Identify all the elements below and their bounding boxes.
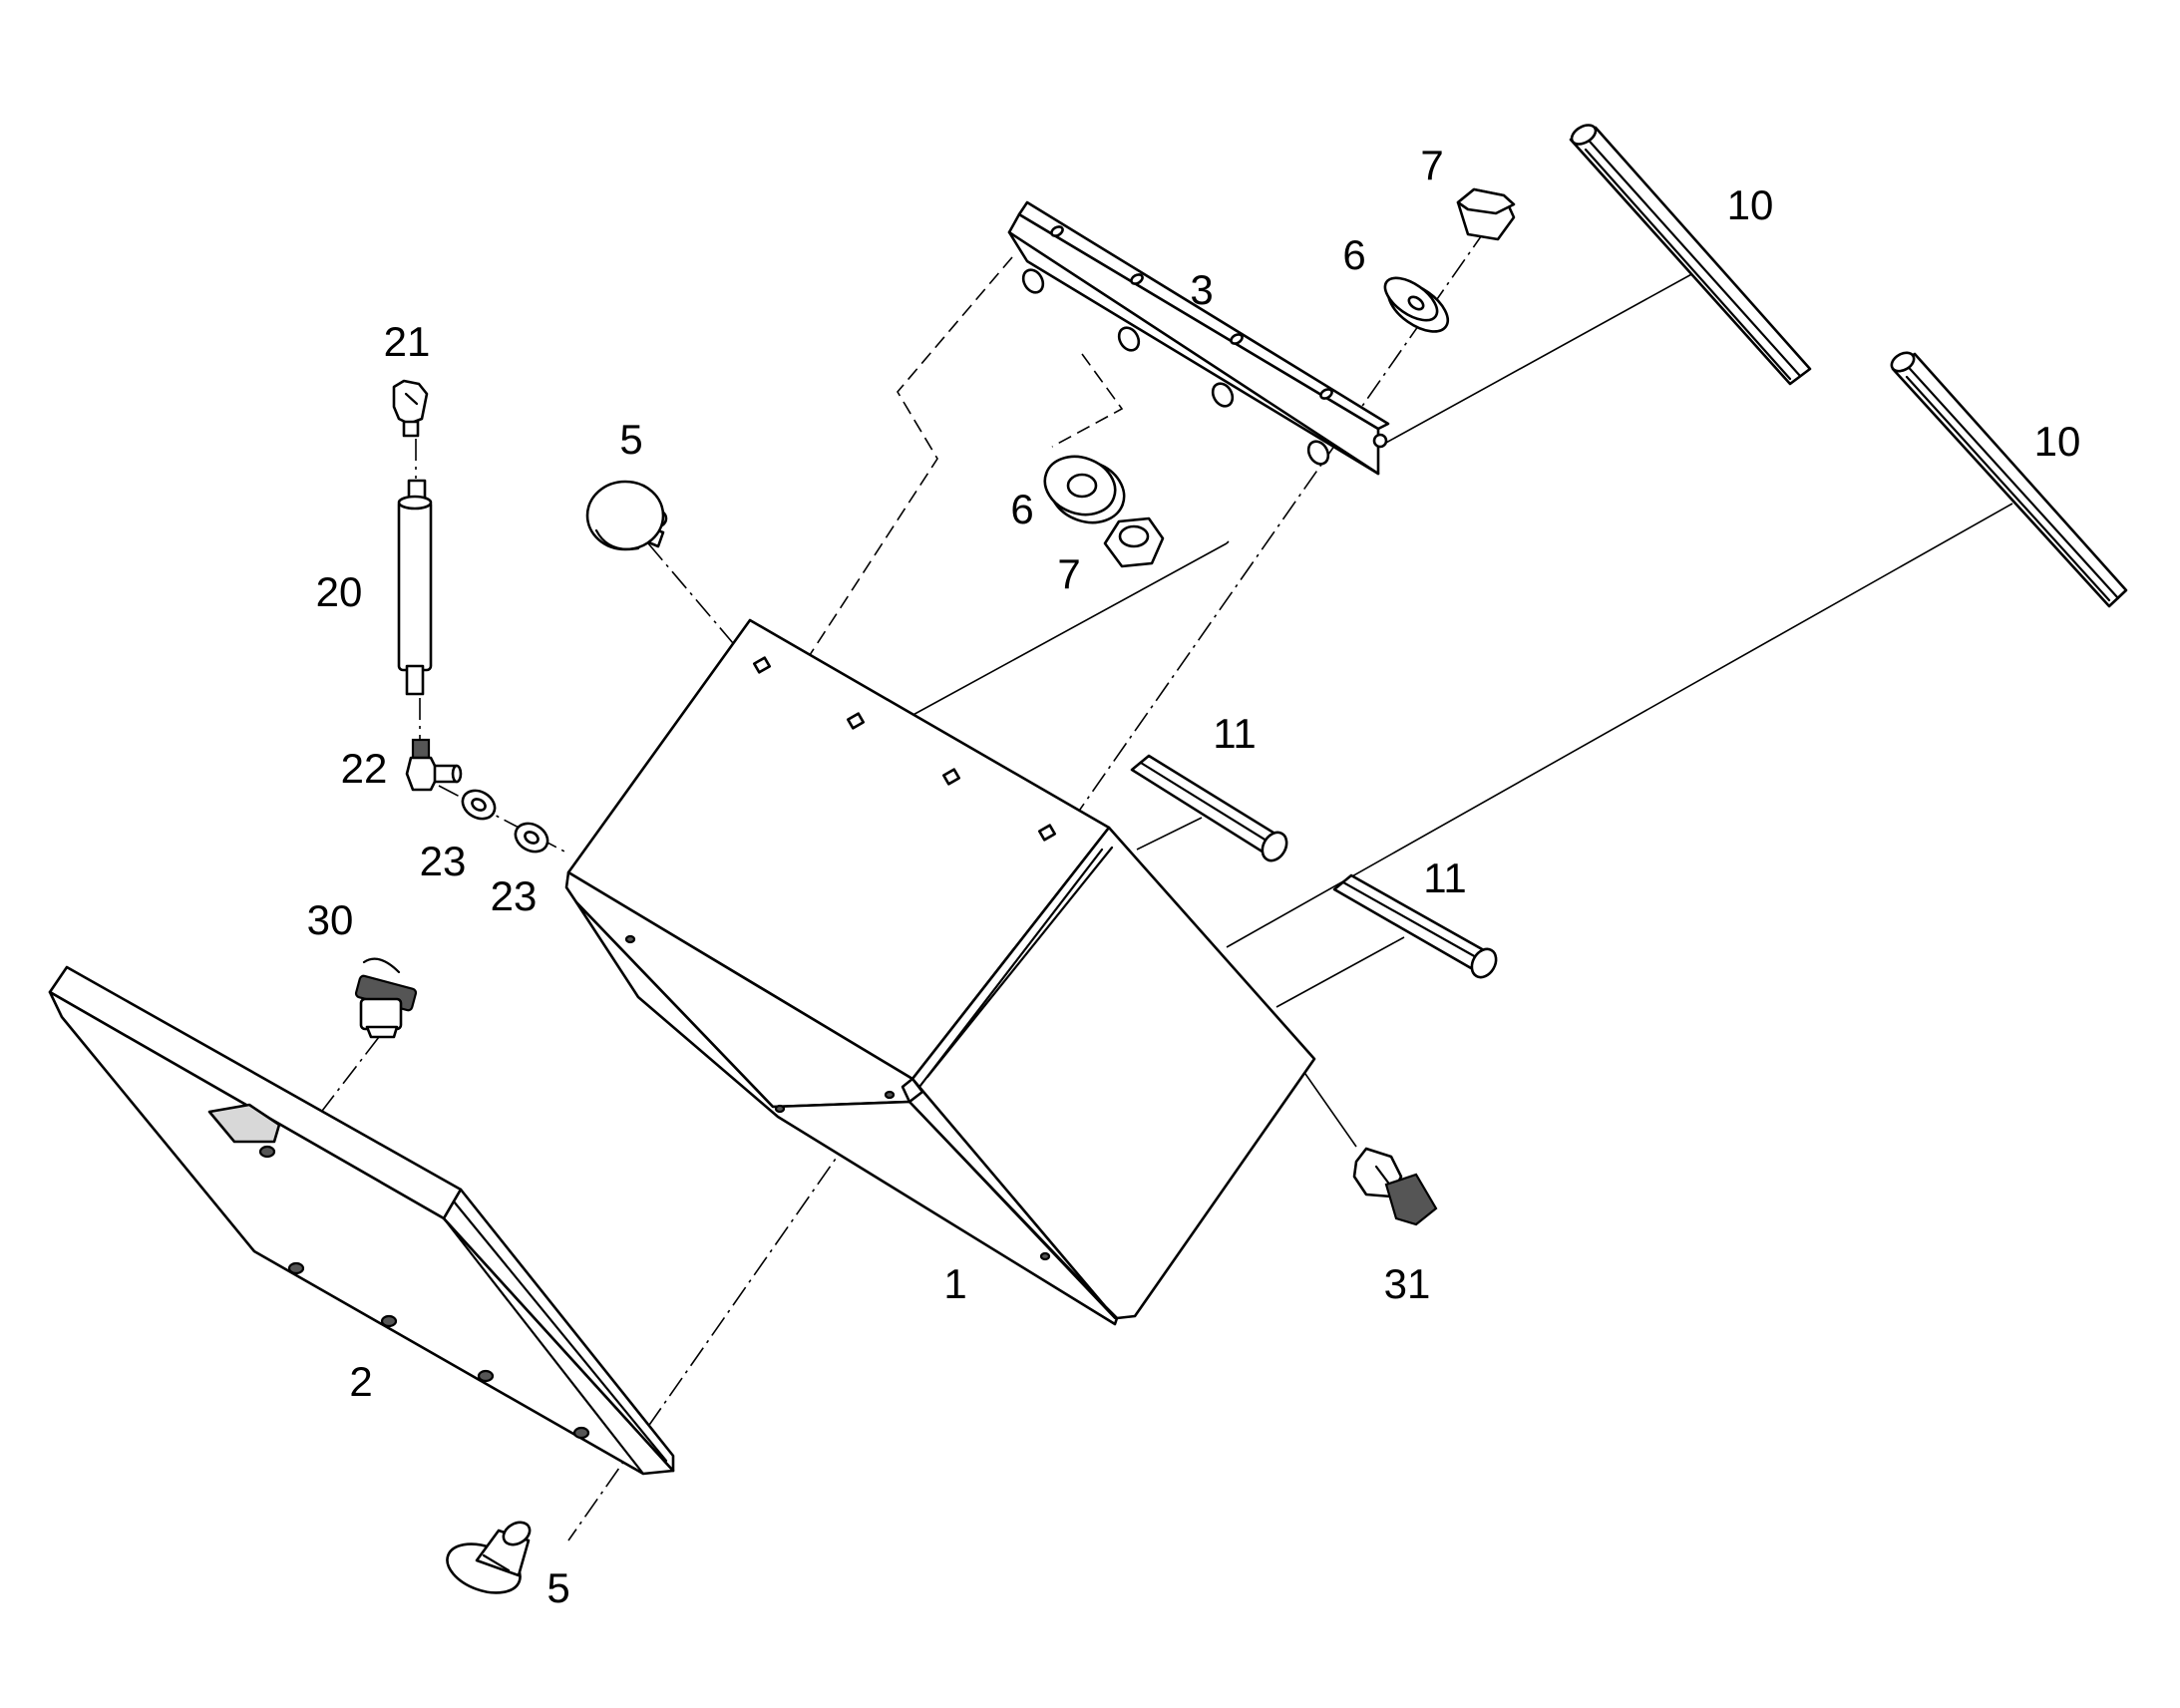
washer-part-6-lower bbox=[1043, 455, 1126, 524]
callout-21: 21 bbox=[384, 318, 431, 365]
callout-22: 22 bbox=[341, 745, 388, 792]
callout-20: 20 bbox=[316, 568, 363, 615]
callout-7-lower: 7 bbox=[1057, 550, 1080, 597]
callout-6-upper: 6 bbox=[1342, 231, 1365, 278]
callout-11-upper: 11 bbox=[1213, 710, 1257, 757]
latch-part-30 bbox=[354, 957, 418, 1039]
callout-23-b: 23 bbox=[491, 872, 538, 919]
callout-2: 2 bbox=[349, 1358, 372, 1405]
rail-part-11-upper bbox=[1130, 754, 1288, 862]
callout-10-lower: 10 bbox=[2034, 418, 2081, 465]
washer-part-23-b bbox=[514, 822, 549, 854]
elbow-fitting-part-22 bbox=[405, 738, 463, 792]
lid-part-2 bbox=[48, 965, 675, 1476]
plug-part-31 bbox=[1352, 1147, 1438, 1226]
callouts: 1 2 3 5 5 6 6 7 7 10 10 11 11 20 21 22 2… bbox=[307, 142, 2081, 1611]
callout-7-upper: 7 bbox=[1420, 142, 1443, 188]
washer-part-23-a bbox=[461, 789, 497, 821]
callout-30: 30 bbox=[307, 896, 354, 943]
knob-part-5-lower bbox=[446, 1521, 532, 1594]
nut-part-7-upper bbox=[1456, 187, 1516, 241]
callout-3: 3 bbox=[1190, 266, 1213, 313]
rail-part-10-lower bbox=[1890, 351, 2128, 608]
callout-31: 31 bbox=[1384, 1260, 1431, 1307]
clip-part-21 bbox=[392, 379, 429, 438]
nut-part-7-lower bbox=[1103, 516, 1165, 568]
callout-5-upper: 5 bbox=[619, 416, 642, 463]
callout-23-a: 23 bbox=[420, 838, 467, 884]
rail-part-10-upper bbox=[1569, 124, 1812, 386]
assembly-lines bbox=[318, 228, 2013, 1541]
rail-part-11-lower bbox=[1332, 873, 1498, 979]
callout-11-lower: 11 bbox=[1423, 854, 1467, 901]
bracket-part-3 bbox=[1007, 200, 1390, 476]
box-part-1 bbox=[564, 618, 1316, 1326]
callout-10-upper: 10 bbox=[1727, 181, 1774, 228]
washer-part-6-upper bbox=[1383, 276, 1450, 333]
callout-6-lower: 6 bbox=[1010, 486, 1033, 532]
knob-part-5-upper bbox=[585, 480, 668, 551]
tube-part-20 bbox=[397, 479, 433, 696]
callout-5-lower: 5 bbox=[546, 1564, 569, 1611]
callout-1: 1 bbox=[943, 1260, 966, 1307]
